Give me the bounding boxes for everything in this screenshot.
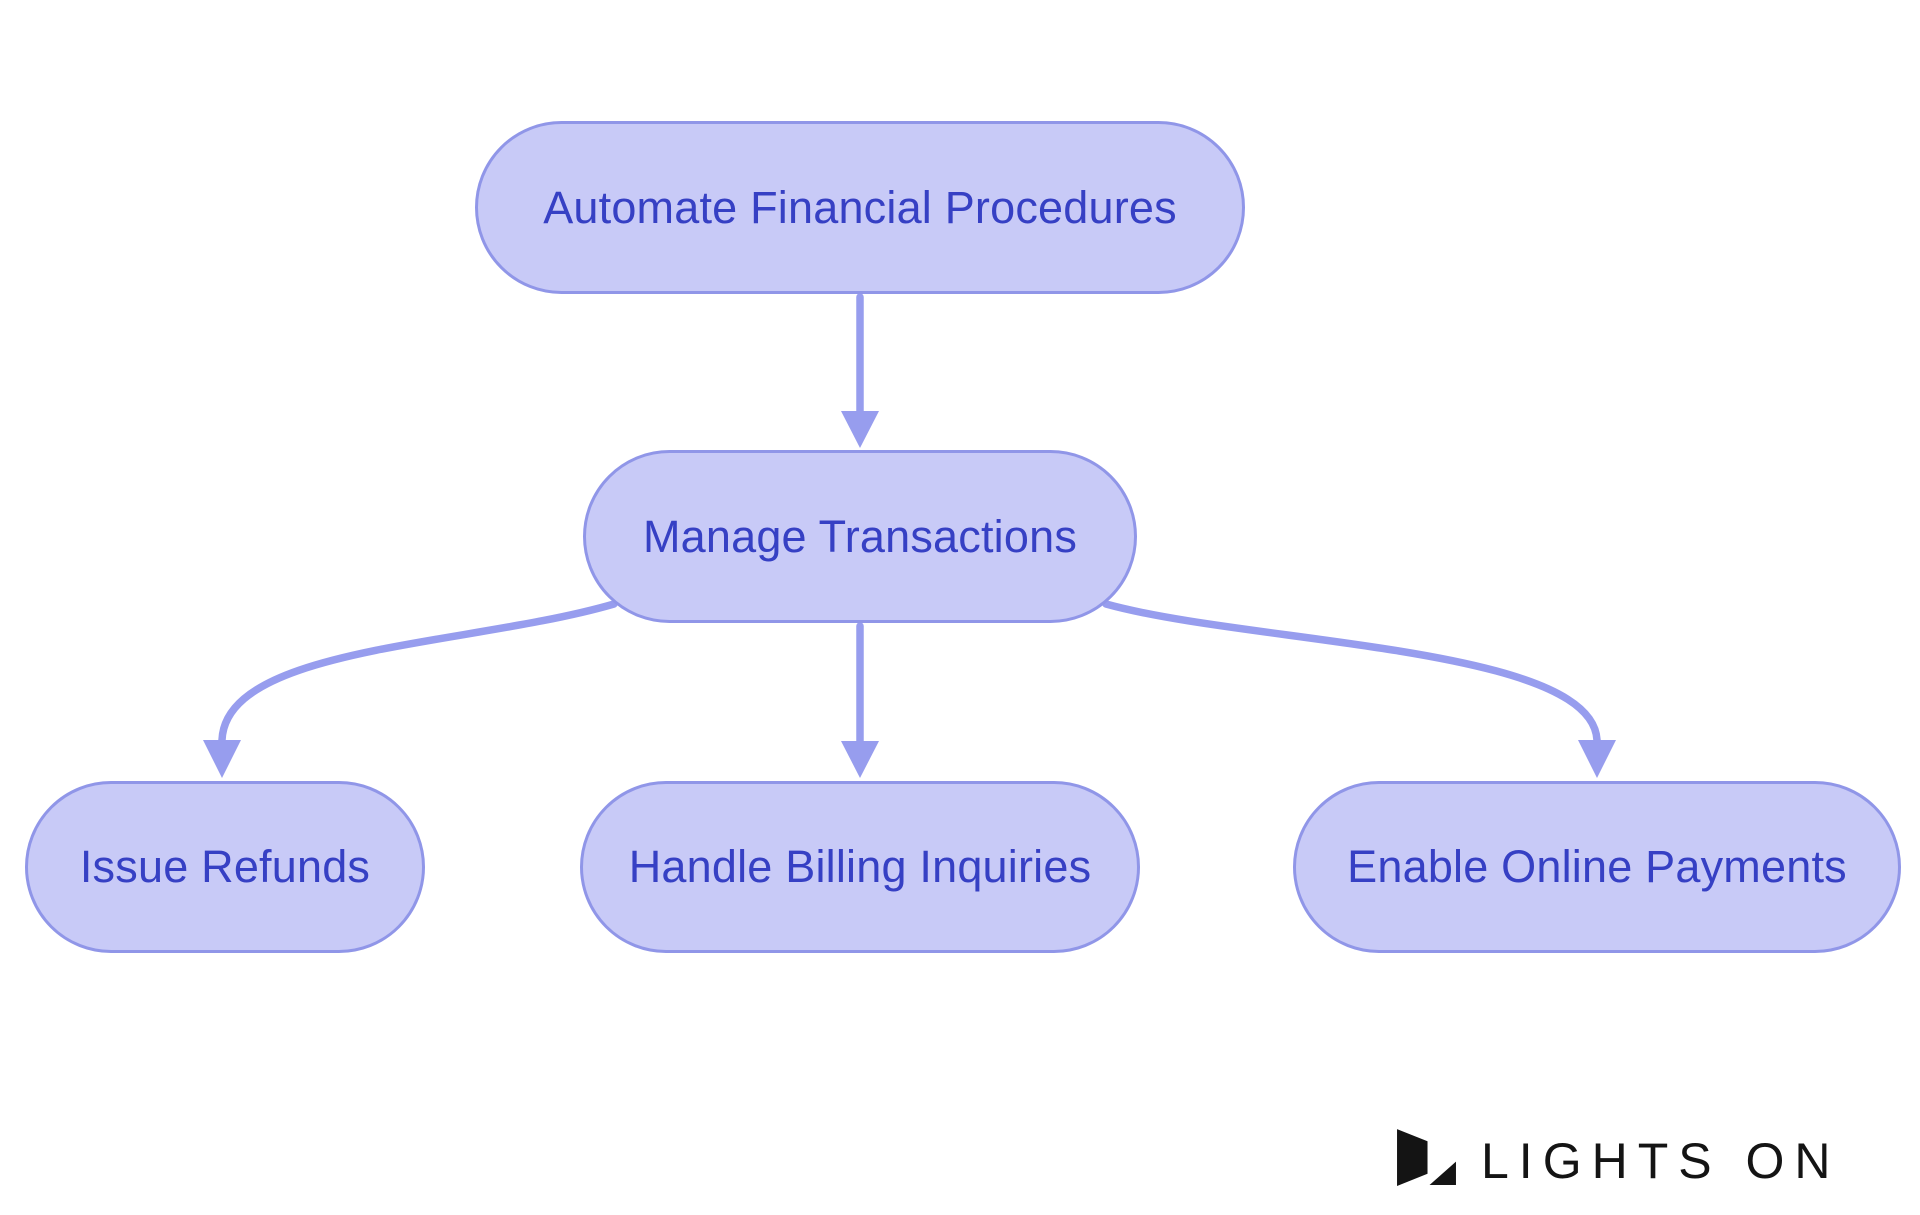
flowchart-node-enable-online-payments: Enable Online Payments: [1293, 781, 1901, 953]
node-label: Automate Financial Procedures: [543, 181, 1177, 233]
edge-manage-to-refunds: [218, 600, 618, 744]
node-label: Issue Refunds: [79, 841, 371, 892]
flowchart-node-automate-financial-procedures: Automate Financial Procedures: [475, 121, 1245, 294]
node-label: Handle Billing Inquiries: [628, 841, 1092, 892]
lights-on-logo: LIGHTS ON: [1395, 1122, 1840, 1187]
arrowhead-manage-to-refunds: [203, 740, 241, 778]
flowchart-node-handle-billing-inquiries: Handle Billing Inquiries: [580, 781, 1140, 953]
node-label: Manage Transactions: [642, 510, 1078, 562]
flowchart-node-issue-refunds: Issue Refunds: [25, 781, 425, 953]
lights-on-logo-icon: [1397, 1129, 1456, 1186]
arrowhead-automate-to-manage: [841, 411, 879, 448]
arrowhead-manage-to-payments: [1578, 740, 1616, 778]
node-label: Enable Online Payments: [1347, 841, 1847, 892]
lights-on-logo-text: LIGHTS ON: [1481, 1133, 1841, 1189]
edge-manage-to-payments: [1102, 600, 1601, 744]
arrowhead-manage-to-billing: [841, 741, 879, 778]
flowchart-node-manage-transactions: Manage Transactions: [583, 450, 1137, 623]
